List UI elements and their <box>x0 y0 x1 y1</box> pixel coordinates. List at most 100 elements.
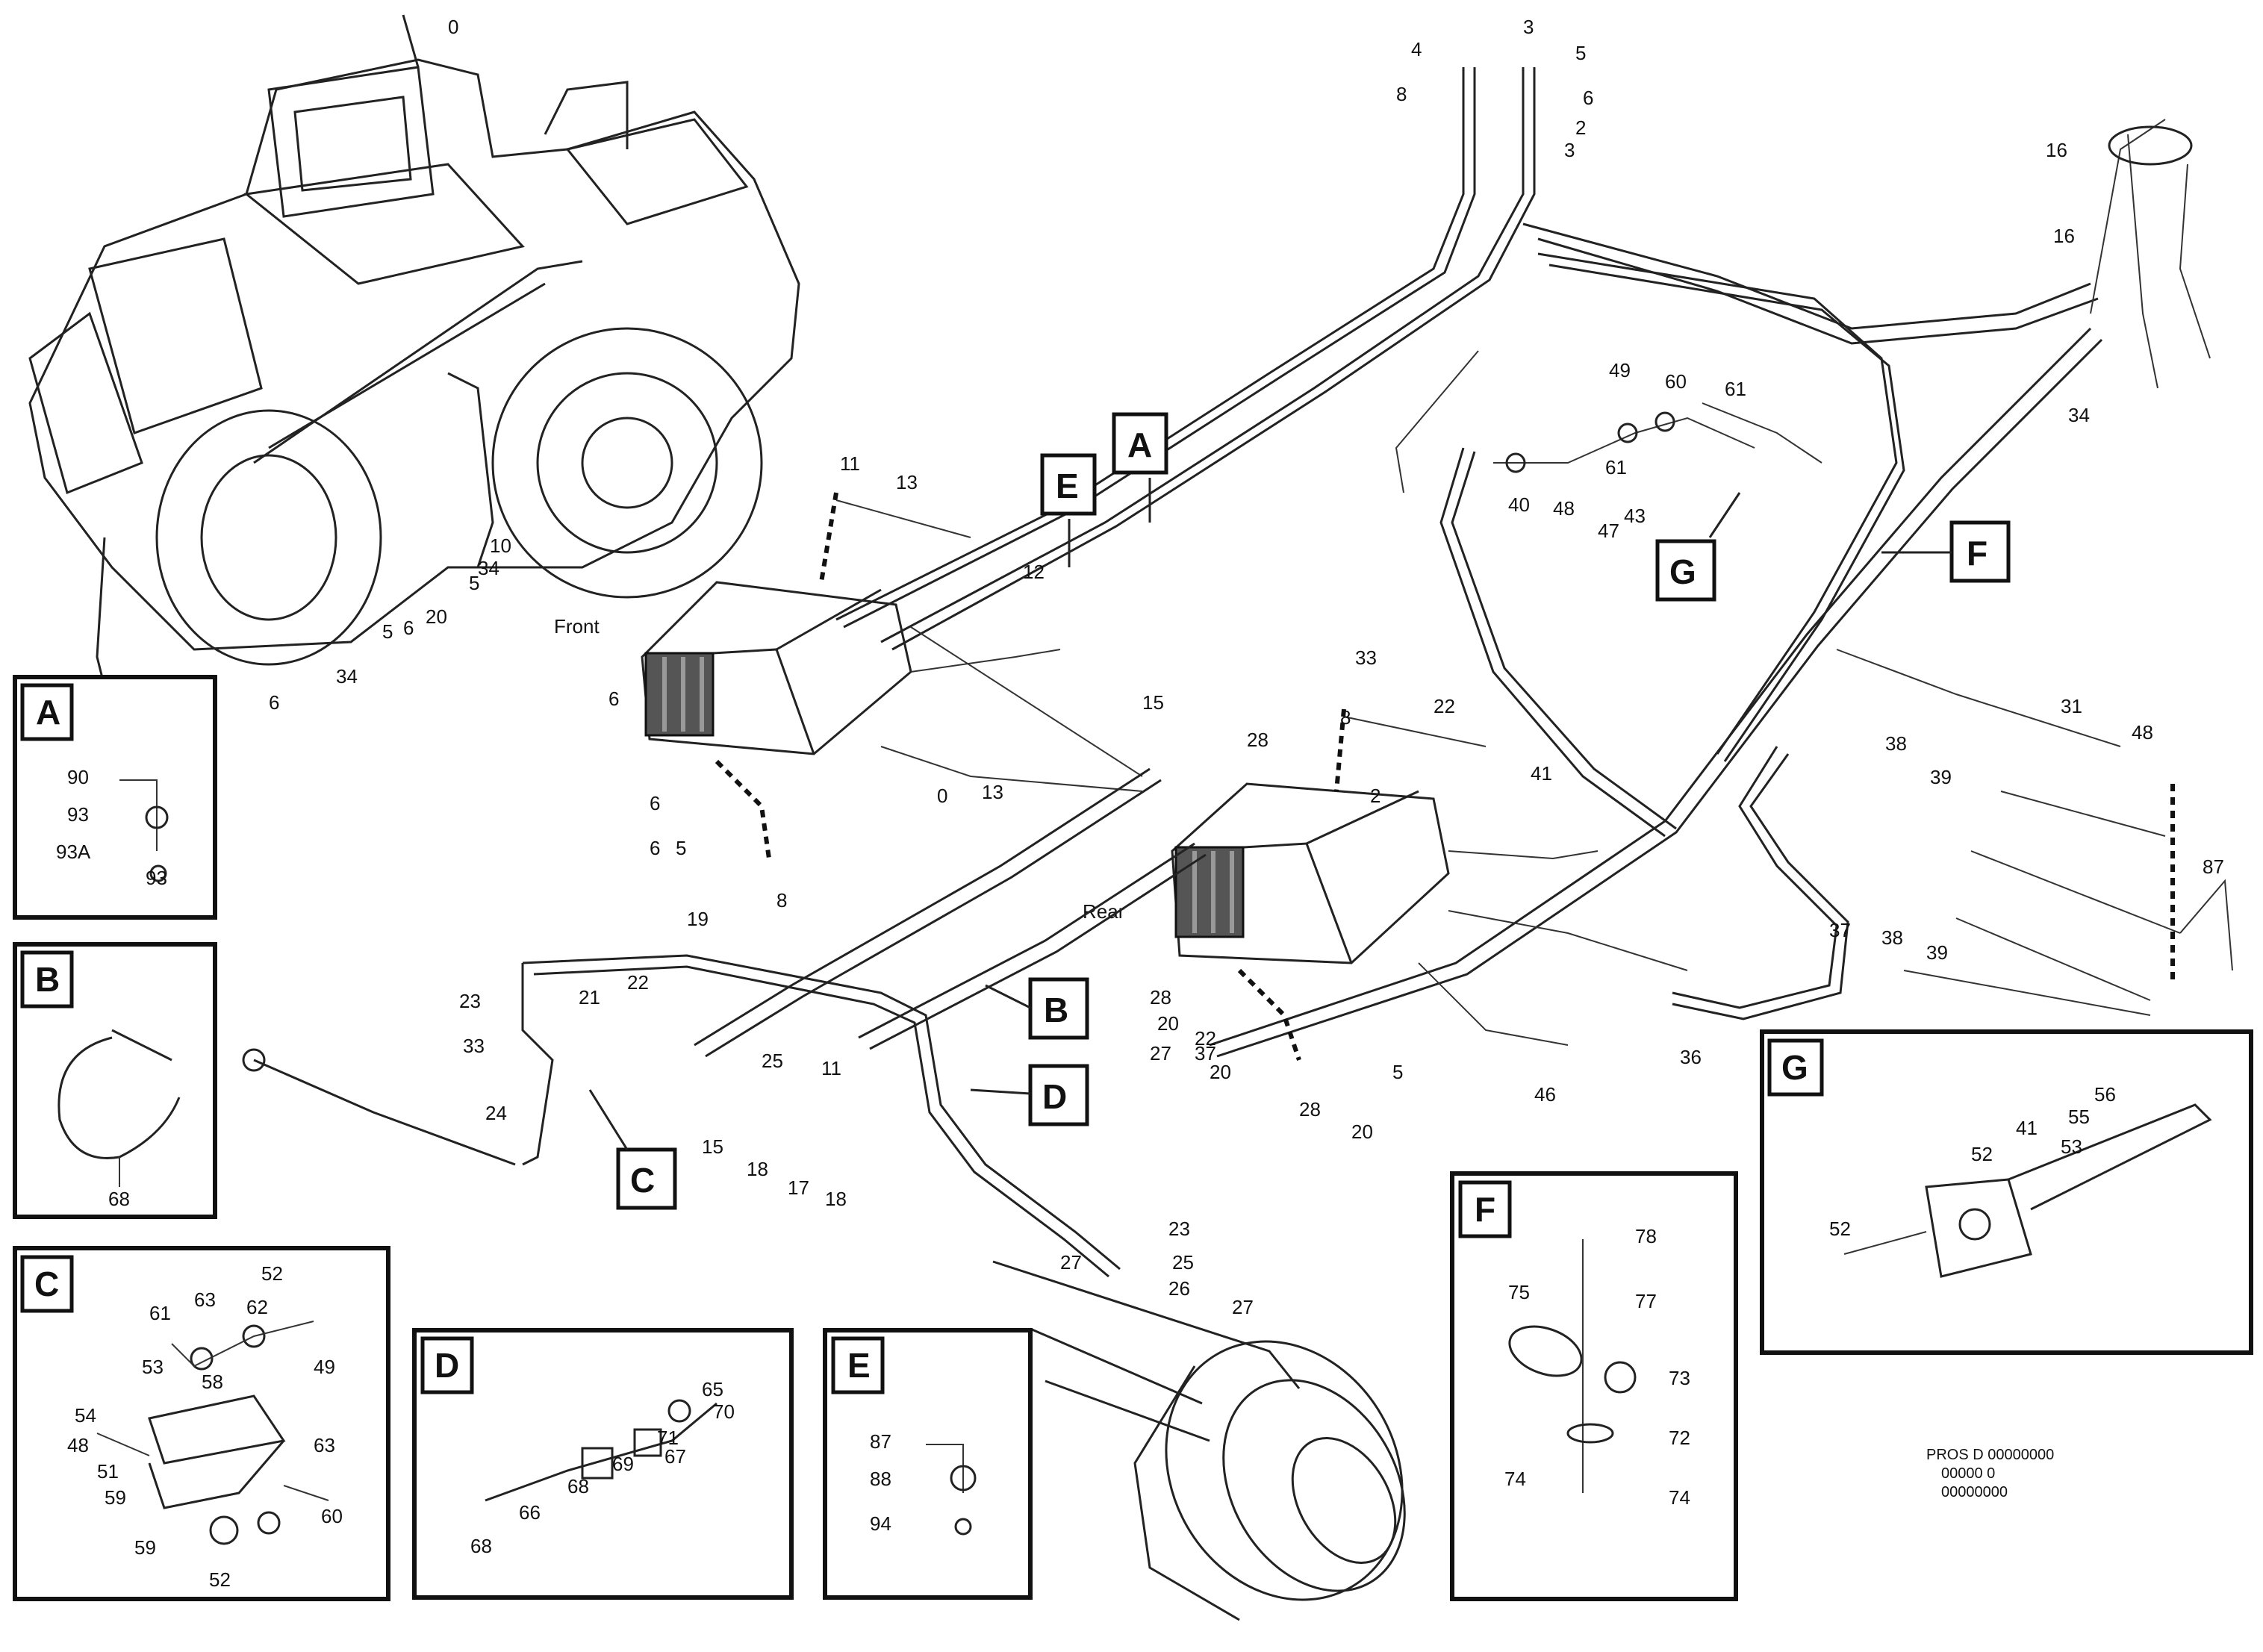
front-valve-block: 11 13 12 6 6 5 8 6 0 15 13 Front <box>554 452 1164 911</box>
svg-text:59: 59 <box>134 1536 156 1559</box>
fitting-label: 18 <box>747 1158 768 1180</box>
front-label: Front <box>554 615 600 638</box>
svg-text:62: 62 <box>246 1296 268 1318</box>
fitting-label: 48 <box>2132 721 2153 744</box>
fitting-label: 31 <box>2061 695 2082 717</box>
svg-text:68: 68 <box>567 1475 589 1497</box>
fitting-label: 28 <box>1299 1098 1321 1120</box>
fitting-label: 8 <box>1340 706 1351 729</box>
svg-text:93: 93 <box>146 867 167 889</box>
inset-g-title: G <box>1781 1048 1808 1087</box>
lower-left-piping: 19 23 21 22 33 24 25 11 15 18 17 18 <box>242 767 1207 1278</box>
loader-label: 20 <box>426 605 447 628</box>
right-mid-fitting-cluster: 49 60 61 48 61 40 47 43 <box>1493 359 1755 542</box>
svg-text:61: 61 <box>149 1302 171 1324</box>
svg-text:68: 68 <box>108 1188 130 1210</box>
far-right-bracket: 31 48 38 39 37 38 39 87 <box>1672 695 2233 1020</box>
fitting-label: 3 <box>1564 139 1575 161</box>
fitting-label: 27 <box>1232 1296 1254 1318</box>
fitting-label: 37 <box>1829 919 1851 941</box>
fitting-label: 60 <box>1665 370 1687 393</box>
svg-text:66: 66 <box>519 1501 541 1524</box>
svg-text:52: 52 <box>261 1262 283 1285</box>
loader-label: 0 <box>448 16 458 38</box>
inset-f-title: F <box>1475 1190 1495 1229</box>
fitting-label: 6 <box>650 837 660 859</box>
svg-text:49: 49 <box>314 1356 335 1378</box>
fitting-label: 8 <box>776 889 787 911</box>
fitting-label: 16 <box>2046 139 2067 161</box>
fitting-label: 5 <box>676 837 686 859</box>
fitting-label: 46 <box>1534 1083 1556 1106</box>
fitting-label: 17 <box>788 1176 809 1199</box>
fitting-label: 22 <box>1195 1027 1216 1050</box>
fitting-label: 39 <box>1930 766 1952 788</box>
callout-tag-f: F <box>1881 520 2011 583</box>
fitting-label: 33 <box>463 1035 485 1057</box>
fitting-label: 43 <box>1624 505 1646 527</box>
callout-tag-b: B <box>985 977 1089 1040</box>
fitting-label: 6 <box>1583 87 1593 109</box>
fitting-label: 19 <box>687 908 709 930</box>
svg-text:52: 52 <box>1971 1143 1993 1165</box>
fitting-label: 25 <box>1172 1251 1194 1274</box>
fitting-label: 3 <box>1523 16 1534 38</box>
svg-text:87: 87 <box>870 1430 891 1453</box>
inset-c: C 52 61 63 62 49 53 58 63 54 48 51 59 60… <box>13 1246 390 1601</box>
fitting-label: 36 <box>1680 1046 1702 1068</box>
fitting-label: 16 <box>2053 225 2075 247</box>
fitting-label: 20 <box>1157 1012 1179 1035</box>
fitting-label: 39 <box>1926 941 1948 964</box>
svg-text:73: 73 <box>1669 1367 1690 1389</box>
inset-d: D 65 70 71 67 69 68 66 68 <box>412 1328 794 1600</box>
fitting-label: 24 <box>485 1102 507 1124</box>
fitting-label: 23 <box>459 990 481 1012</box>
loader-label: 6 <box>269 691 279 714</box>
svg-text:60: 60 <box>321 1505 343 1527</box>
callout-tag-e: E <box>1040 453 1097 567</box>
fitting-label: 47 <box>1598 520 1619 542</box>
svg-text:C: C <box>630 1161 655 1200</box>
inset-f: F 78 75 77 73 72 74 74 <box>1450 1171 1738 1601</box>
svg-text:51: 51 <box>97 1460 119 1483</box>
svg-text:F: F <box>1967 534 1987 573</box>
fitting-label: 21 <box>579 986 600 1009</box>
svg-text:90: 90 <box>67 766 89 788</box>
inset-e-title: E <box>847 1346 871 1385</box>
svg-text:41: 41 <box>2016 1117 2038 1139</box>
fitting-label: 15 <box>702 1135 723 1158</box>
fitting-label: 26 <box>1168 1277 1190 1300</box>
fitting-label: 13 <box>982 781 1003 803</box>
svg-text:PROS D 00000000: PROS D 00000000 <box>1926 1447 2054 1463</box>
fitting-label: 6 <box>650 792 660 814</box>
loader-label: 5 <box>382 620 393 643</box>
fitting-label: 20 <box>1210 1061 1231 1083</box>
inset-a-title: A <box>36 693 60 732</box>
callout-tag-g: G <box>1655 492 1741 602</box>
svg-text:D: D <box>1042 1077 1067 1116</box>
svg-text:78: 78 <box>1635 1225 1657 1247</box>
axle-assembly: 23 25 26 27 27 <box>992 1218 1406 1621</box>
loader-label: 34 <box>336 665 358 688</box>
svg-text:71: 71 <box>657 1427 679 1449</box>
svg-text:94: 94 <box>870 1512 891 1535</box>
fitting-label: 48 <box>1553 497 1575 520</box>
svg-text:70: 70 <box>713 1400 735 1423</box>
fitting-label: 28 <box>1247 729 1269 751</box>
fitting-label: 61 <box>1725 378 1746 400</box>
svg-text:53: 53 <box>2061 1135 2082 1158</box>
svg-text:E: E <box>1056 467 1079 505</box>
fitting-label: 8 <box>1396 83 1407 105</box>
fitting-label: 22 <box>1434 695 1455 717</box>
fitting-label: 12 <box>1023 561 1045 583</box>
loader-label: 6 <box>403 617 414 639</box>
loader-label: 5 <box>469 572 479 594</box>
fitting-label: 25 <box>762 1050 783 1072</box>
fitting-label: 20 <box>1351 1120 1373 1143</box>
svg-text:00000 0: 00000 0 <box>1941 1465 1995 1482</box>
fitting-label: 49 <box>1609 359 1631 381</box>
fitting-label: 18 <box>825 1188 847 1210</box>
fitting-label: 28 <box>1150 986 1171 1009</box>
fitting-label: 38 <box>1881 926 1903 949</box>
